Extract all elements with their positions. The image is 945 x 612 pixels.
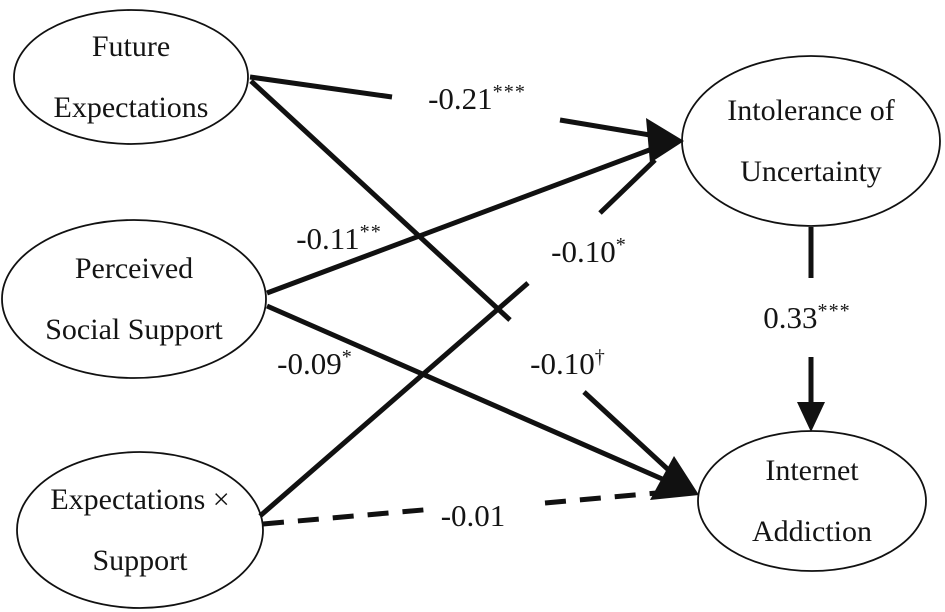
coefficient-value: -0.10: [551, 234, 616, 270]
node-label-line: Future: [91, 30, 171, 63]
coefficient-exs-to-ia: -0.01: [441, 498, 506, 534]
node-label-line: Expectations: [53, 91, 209, 124]
coefficient-fe-to-iou: -0.21***: [428, 81, 526, 117]
perceived-social-support-ellipse: [1, 219, 267, 379]
node-label-line: Internet: [765, 454, 859, 487]
arrowhead-into-intolerance: [646, 118, 684, 163]
coefficient-value: 0.33: [763, 300, 818, 336]
node-label-line: Uncertainty: [740, 155, 882, 188]
significance-marker: **: [359, 220, 382, 243]
significance-marker: *: [341, 345, 353, 368]
coefficient-value: -0.21: [428, 81, 493, 117]
path-line-fe-to-iou: [249, 74, 657, 139]
coefficient-exs-to-iou: -0.10*: [551, 234, 627, 270]
node-internet-addiction: Internet Addiction: [752, 440, 872, 562]
coefficient-value: -0.11: [296, 221, 360, 257]
path-line-exs-to-ia-dashed: [262, 489, 669, 527]
coefficient-pss-to-ia: -0.09*: [277, 346, 353, 382]
node-label-line: Social Support: [45, 313, 223, 346]
significance-marker: ***: [492, 80, 526, 103]
coefficient-value: -0.10: [530, 346, 595, 382]
coefficient-pss-to-iou: -0.11**: [296, 221, 382, 257]
internet-addiction-ellipse: [697, 430, 927, 572]
node-label-line: Intolerance of: [727, 94, 895, 127]
node-intolerance-of-uncertainty: Intolerance of Uncertainty: [727, 80, 894, 202]
node-future-expectations: Future Expectations: [54, 16, 209, 138]
path-line-pss-to-iou: [266, 146, 653, 296]
arrowhead-into-addiction-top: [797, 402, 825, 432]
significance-marker: ***: [817, 299, 851, 322]
coefficient-value: -0.09: [277, 346, 342, 382]
expectations-x-support-ellipse: [16, 451, 264, 609]
significance-marker: †: [594, 345, 606, 368]
node-expectations-x-support: Expectations × Support: [50, 469, 229, 591]
future-expectations-ellipse: [13, 9, 249, 145]
node-label-line: Addiction: [752, 515, 872, 548]
arrowhead-into-addiction: [650, 456, 699, 500]
node-label-line: Expectations ×: [50, 483, 230, 516]
path-line-pss-to-ia: [265, 303, 678, 488]
path-line-exs-to-iou: [258, 158, 657, 518]
significance-marker: *: [615, 233, 627, 256]
node-perceived-social-support: Perceived Social Support: [45, 238, 223, 360]
coefficient-iou-to-ia: 0.33***: [763, 300, 850, 336]
node-label-line: Perceived: [74, 252, 194, 285]
coefficient-value: -0.01: [440, 498, 506, 534]
node-label-line: Support: [92, 544, 188, 577]
path-line-fe-to-ia: [249, 79, 676, 477]
coefficient-fe-to-ia: -0.10†: [530, 346, 606, 382]
